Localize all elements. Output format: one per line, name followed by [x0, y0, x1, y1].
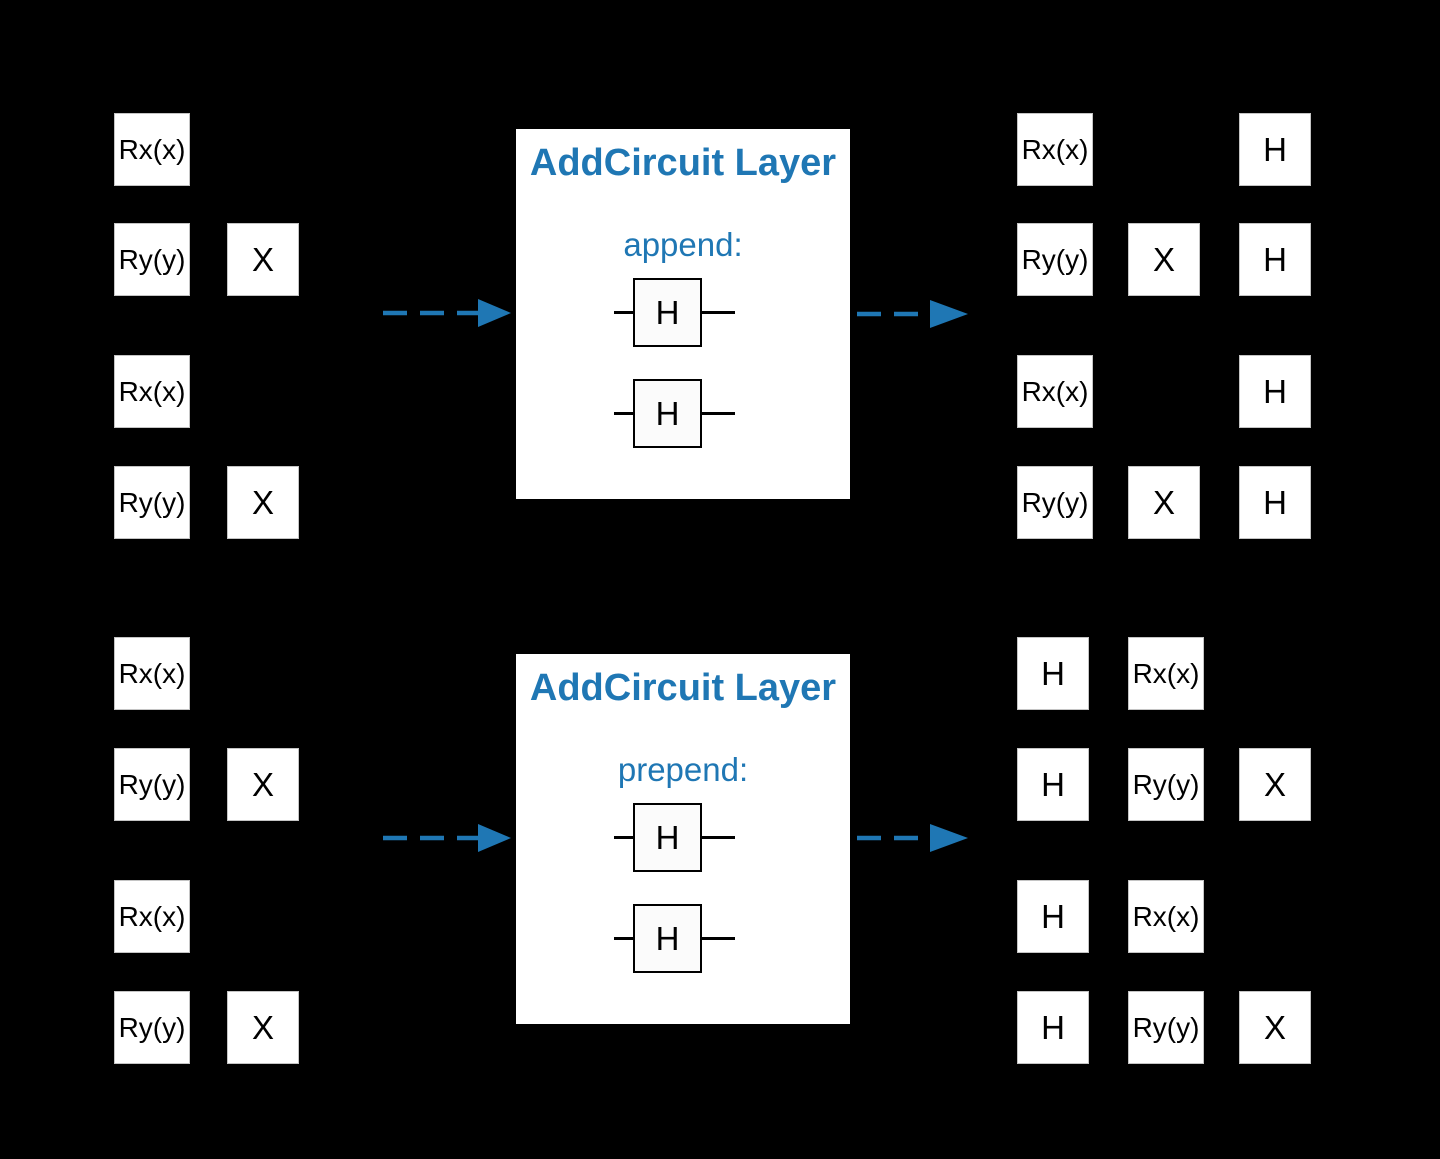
gate-box-h: H	[1017, 637, 1089, 710]
gate-box-h: H	[1239, 466, 1311, 539]
gate-box-rxx: Rx(x)	[1128, 880, 1204, 953]
layer-title: AddCircuit Layer	[529, 667, 837, 709]
h-gate: H	[614, 278, 735, 347]
dataflow-arrow-prepend-out	[857, 824, 968, 852]
dataflow-arrow-append-in	[383, 299, 511, 327]
addcircuit-layer-box-append: AddCircuit Layer append: H H	[516, 129, 850, 499]
gate-box-x: X	[227, 466, 299, 539]
dataflow-arrow-append-out	[857, 300, 968, 328]
gate-box-rxx: Rx(x)	[114, 355, 190, 428]
h-gate: H	[614, 803, 735, 872]
gate-box-ryy: Ry(y)	[1017, 466, 1093, 539]
gate-box-ryy: Ry(y)	[114, 991, 190, 1064]
arrow-head-icon	[478, 824, 511, 852]
gate-box-h: H	[1239, 113, 1311, 186]
layer-title: AddCircuit Layer	[529, 142, 837, 184]
gate-box-rxx: Rx(x)	[114, 637, 190, 710]
gate-box-x: X	[227, 223, 299, 296]
gate-box-h: H	[1017, 748, 1089, 821]
gate-box-h: H	[1017, 880, 1089, 953]
gate-box-h: H	[1017, 991, 1089, 1064]
gate-box-rxx: Rx(x)	[1017, 113, 1093, 186]
gate-box-rxx: Rx(x)	[1017, 355, 1093, 428]
gate-box-x: X	[1239, 748, 1311, 821]
gate-box-ryy: Ry(y)	[114, 223, 190, 296]
addcircuit-layer-box-prepend: AddCircuit Layer prepend: H H	[516, 654, 850, 1024]
gate-box-ryy: Ry(y)	[114, 748, 190, 821]
mode-label-prepend: prepend:	[617, 751, 749, 788]
gate-box-ryy: Ry(y)	[1128, 991, 1204, 1064]
gate-box-h: H	[1239, 355, 1311, 428]
gate-box-rxx: Rx(x)	[1128, 637, 1204, 710]
gate-box-x: X	[1128, 466, 1200, 539]
mode-label-append: append:	[623, 226, 743, 263]
gate-box-x: X	[1128, 223, 1200, 296]
arrow-head-icon	[930, 824, 968, 852]
h-gate: H	[614, 904, 735, 973]
gate-box-x: X	[227, 748, 299, 821]
gate-box-h: H	[633, 379, 702, 448]
gate-box-rxx: Rx(x)	[114, 880, 190, 953]
gate-box-h: H	[1239, 223, 1311, 296]
gate-box-ryy: Ry(y)	[1128, 748, 1204, 821]
gate-box-ryy: Ry(y)	[114, 466, 190, 539]
dataflow-arrow-prepend-in	[383, 824, 511, 852]
gate-box-h: H	[633, 904, 702, 973]
gate-box-rxx: Rx(x)	[114, 113, 190, 186]
h-gate: H	[614, 379, 735, 448]
gate-box-h: H	[633, 278, 702, 347]
gate-box-x: X	[227, 991, 299, 1064]
arrow-head-icon	[478, 299, 511, 327]
gate-box-h: H	[633, 803, 702, 872]
gate-box-x: X	[1239, 991, 1311, 1064]
gate-box-ryy: Ry(y)	[1017, 223, 1093, 296]
arrow-head-icon	[930, 300, 968, 328]
